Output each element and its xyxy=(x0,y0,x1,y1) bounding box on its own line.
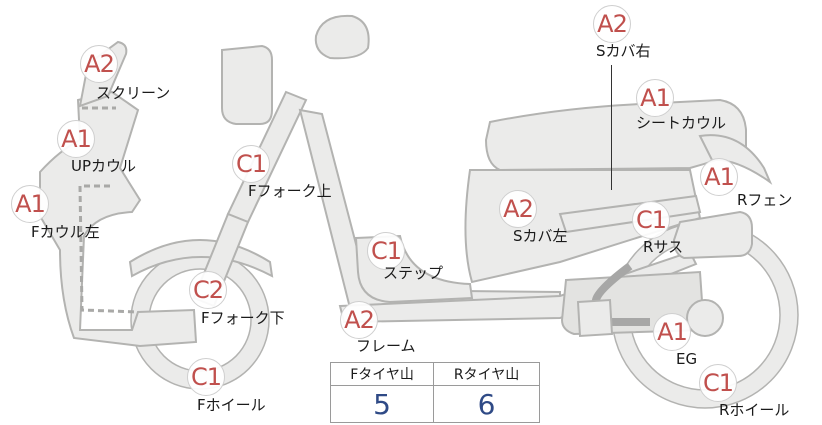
tire-tread-table: Fタイヤ山 Rタイヤ山 5 6 xyxy=(329,362,540,423)
leader-line-side-cover-right xyxy=(611,65,612,190)
grade-marker-side-cover-left: A2 xyxy=(499,190,537,228)
grade-marker-side-cover-right: A2 xyxy=(593,5,631,43)
tread-value-row: 5 6 xyxy=(329,385,540,423)
grade-marker-front-wheel: C1 xyxy=(187,358,225,396)
part-label-screen: スクリーン xyxy=(96,84,171,102)
rear-tire-tread-value: 6 xyxy=(433,385,540,423)
part-label-step: ステップ xyxy=(383,264,444,282)
part-label-side-cover-right: Sカバ右 xyxy=(596,42,651,60)
grade-marker-seat-cowl: A1 xyxy=(636,79,674,117)
part-label-frame: フレーム xyxy=(356,337,416,355)
mirror-shape xyxy=(314,14,370,60)
part-label-front-fork-upper: Fフォーク上 xyxy=(248,182,332,200)
grade-marker-screen: A2 xyxy=(80,45,118,83)
tread-header-row: Fタイヤ山 Rタイヤ山 xyxy=(329,362,540,386)
grade-marker-front-fork-upper: C1 xyxy=(232,145,270,183)
part-label-front-fork-lower: Fフォーク下 xyxy=(201,309,285,327)
grade-marker-rear-fender: A1 xyxy=(700,158,738,196)
grade-marker-step: C1 xyxy=(367,232,405,270)
part-label-up-cowl: UPカウル xyxy=(71,157,137,175)
front-tire-tread-header: Fタイヤ山 xyxy=(329,362,435,386)
shock-absorber-shape xyxy=(672,210,753,260)
engine-case-shape xyxy=(576,298,614,338)
grade-marker-rear-wheel: C1 xyxy=(699,364,737,402)
engine-hub-shape xyxy=(686,299,724,337)
part-label-front-cowl-left: Fカウル左 xyxy=(31,223,100,241)
part-label-seat-cowl: シートカウル xyxy=(636,114,727,132)
grade-marker-frame: A2 xyxy=(340,301,378,339)
cowl-dash-lines xyxy=(78,106,139,314)
front-tire-tread-value: 5 xyxy=(329,385,435,423)
rear-tire-tread-header: Rタイヤ山 xyxy=(433,362,540,386)
part-label-front-wheel: Fホイール xyxy=(197,396,266,414)
grade-marker-rear-suspension: C1 xyxy=(632,201,670,239)
seat-cowl-shape xyxy=(484,98,747,172)
part-label-rear-wheel: Rホイール xyxy=(719,401,790,419)
headlight-shape xyxy=(221,44,273,125)
grade-marker-up-cowl: A1 xyxy=(57,120,95,158)
grade-marker-engine: A1 xyxy=(653,313,691,351)
grade-marker-front-fork-lower: C2 xyxy=(189,271,227,309)
part-label-rear-fender: Rフェン xyxy=(737,191,793,209)
part-label-rear-suspension: Rサス xyxy=(643,238,684,256)
part-label-side-cover-left: Sカバ左 xyxy=(513,227,568,245)
grade-marker-front-cowl-left: A1 xyxy=(11,185,49,223)
part-label-engine: EG xyxy=(676,350,698,368)
